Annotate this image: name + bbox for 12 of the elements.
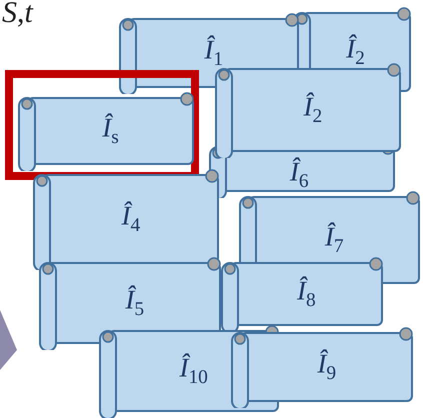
scroll-label: Î$_{10}$: [179, 354, 208, 388]
scroll-label: Î$_{1}$: [204, 36, 224, 70]
scroll-label: Î$_{6}$: [290, 158, 309, 192]
scroll-label: Î$_{8}$: [296, 277, 316, 311]
scroll-label: Î$_{s}$: [102, 114, 119, 148]
scroll-label: Î$_{2}$: [303, 93, 322, 127]
math-label: S,t: [2, 0, 33, 30]
scroll-label: Î$_{5}$: [125, 286, 144, 320]
scroll-label: Î$_{7}$: [324, 223, 344, 257]
scroll-label: Î$_{2}$: [346, 35, 365, 69]
scroll-label: Î$_{4}$: [121, 202, 140, 236]
scroll-label: Î$_{9}$: [317, 350, 336, 384]
